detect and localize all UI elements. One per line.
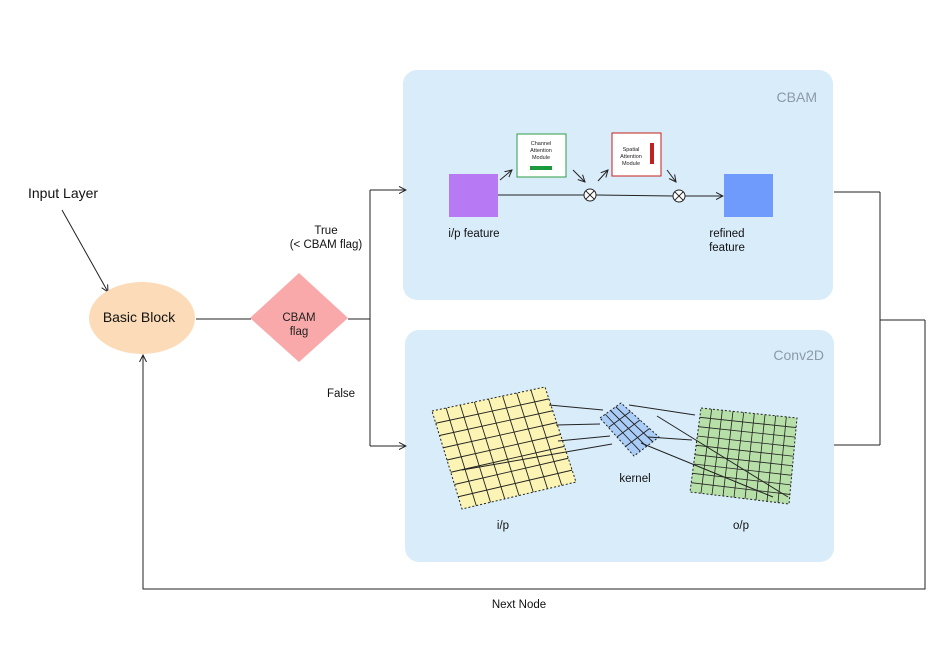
channel-attention-line1: Channel [531, 141, 552, 147]
cbam-flag-label-line2: flag [290, 326, 309, 338]
refined-feature-block [724, 174, 773, 217]
conv2d-panel-title: Conv2D [773, 347, 824, 363]
mult1-to-spatial-arrow [597, 170, 608, 182]
conv-input-label: i/p [497, 520, 509, 532]
output-grid [689, 407, 798, 505]
cbam-panel-title: CBAM [777, 89, 817, 105]
refined-feature-label-line1: refined [709, 228, 744, 240]
next-node-label: Next Node [492, 599, 546, 611]
cbam-panel [403, 70, 833, 300]
spatial-to-mult2-arrow [666, 169, 676, 182]
channel-attention-line2: Attention [530, 148, 552, 154]
kernel-grid [599, 402, 660, 457]
input-feature-block [449, 174, 498, 217]
channel-to-mult1-arrow [572, 169, 585, 182]
input-arrow [61, 209, 108, 292]
mult1-to-mult2-line [595, 194, 674, 197]
cbam-flag-diamond [250, 273, 348, 362]
channel-attention-line3: Module [532, 155, 550, 161]
channel-attention-bar [530, 166, 552, 170]
kernel-label: kernel [619, 473, 650, 485]
cbam-flag-label-line1: CBAM [282, 312, 315, 324]
multiply-node-2 [672, 189, 686, 203]
basic-block-node [89, 282, 195, 354]
spatial-attention-line1: Spatial [623, 147, 640, 153]
conv2d-panel [405, 330, 834, 562]
spatial-attention-line2: Attention [620, 154, 642, 160]
input-layer-label: Input Layer [28, 185, 98, 201]
spatial-attention-bar [650, 143, 654, 164]
spatial-attention-module [611, 132, 662, 177]
refined-feature-label-line2: feature [709, 242, 745, 254]
true-label-line2: (< CBAM flag) [290, 239, 363, 251]
input-feature-label: i/p feature [448, 228, 499, 240]
false-label: False [327, 388, 355, 400]
conv-output-label: o/p [733, 520, 749, 532]
next-node-return-arrow [143, 320, 926, 590]
true-label-line1: True [314, 225, 337, 237]
spatial-attention-line3: Module [622, 161, 640, 167]
kernel-projection-lines [461, 404, 789, 498]
multiply-node-1 [583, 188, 597, 202]
feature-to-channel-arrow [499, 170, 512, 181]
input-grid [431, 386, 577, 510]
basic-block-label: Basic Block [103, 309, 176, 325]
